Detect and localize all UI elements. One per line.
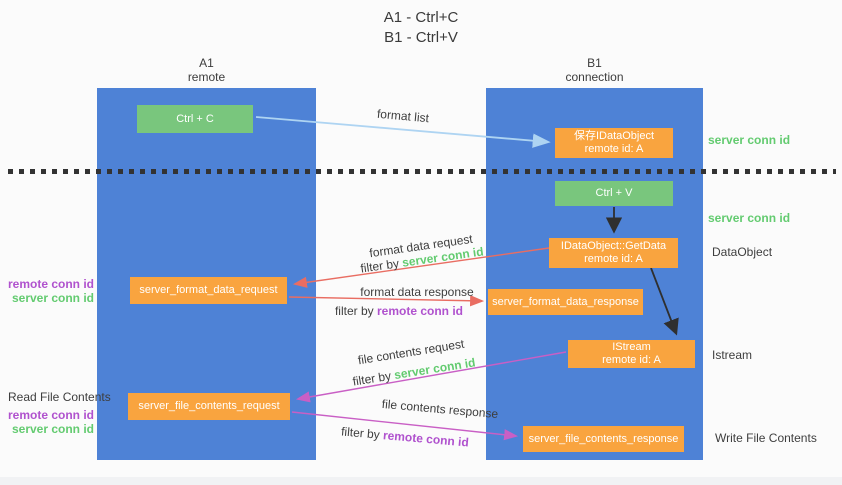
column-a-subtitle: remote [187,70,226,84]
save-idataobject-box: 保存IDataObject remote id: A [555,128,673,158]
file-contents-response-filter-label: filter by remote conn id [295,420,515,453]
diagram-title: A1 - Ctrl+C B1 - Ctrl+V [0,8,842,48]
idataobject-getdata-line2: remote id: A [584,253,643,265]
save-idataobject-line1: 保存IDataObject [573,130,655,142]
read-file-contents-label: Read File Contents [8,390,111,404]
filter-by-text: filter by [334,304,374,318]
conn-id-pair-bottom: remote conn id server conn id [0,408,94,436]
filter-by-text: filter by [351,368,393,389]
ctrl-v-label: Ctrl + V [595,187,633,199]
window-bottom-edge [0,477,842,485]
istream-box: IStream remote id: A [568,340,695,368]
filter-by-text: filter by [340,424,381,442]
title-line-1: A1 - Ctrl+C [383,9,459,26]
format-list-text: format list [376,106,430,126]
istream-line1: IStream [612,341,651,353]
idataobject-getdata-line1: IDataObject::GetData [560,240,667,252]
column-a-header: A1 remote [97,56,316,84]
server-file-contents-response-label: server_file_contents_response [528,432,679,445]
title-line-2: B1 - Ctrl+V [384,29,458,46]
server-conn-id-left-label: server conn id [11,291,94,305]
server-format-data-response-box: server_format_data_response [488,289,643,315]
server-file-contents-request-box: server_file_contents_request [128,393,290,420]
remote-conn-id-text: remote conn id [382,428,470,450]
server-file-contents-response-box: server_file_contents_response [523,426,684,452]
column-b-name: B1 [587,56,602,70]
server-format-data-request-box: server_format_data_request [130,277,287,304]
ctrl-c-label: Ctrl + C [176,112,214,125]
remote-conn-id-left-label: remote conn id [7,408,94,422]
write-file-contents-label: Write File Contents [715,431,817,445]
server-conn-id-left-label: server conn id [11,422,94,436]
format-data-response-label: format data response [307,285,527,299]
idataobject-getdata-box: IDataObject::GetData remote id: A [549,238,678,268]
format-list-label: format list [293,99,513,132]
remote-conn-id-left-label: remote conn id [7,277,94,291]
format-data-response-filter-label: filter by remote conn id [289,304,509,318]
column-b-subtitle: connection [565,70,624,84]
istream-line2: remote id: A [602,354,661,366]
conn-id-pair-top: remote conn id server conn id [0,277,94,305]
server-format-data-response-label: server_format_data_response [492,295,639,308]
server-conn-id-right-mid-label: server conn id [708,211,791,225]
server-file-contents-request-label: server_file_contents_request [138,400,280,412]
remote-conn-id-text: remote conn id [377,304,464,318]
dataobject-label: DataObject [712,245,773,259]
format-data-response-text: format data response [360,285,474,299]
ctrl-c-box: Ctrl + C [137,105,253,133]
istream-side-label: Istream [712,348,753,362]
column-a-name: A1 [199,56,214,70]
phase-divider-dotted-line [8,169,836,174]
column-b-header: B1 connection [486,56,703,84]
file-contents-response-text: file contents response [381,396,499,422]
ctrl-v-box: Ctrl + V [555,181,673,206]
server-conn-id-right-top-label: server conn id [708,133,791,147]
save-idataobject-line2: remote id: A [584,143,644,155]
server-format-data-request-label: server_format_data_request [139,284,278,296]
